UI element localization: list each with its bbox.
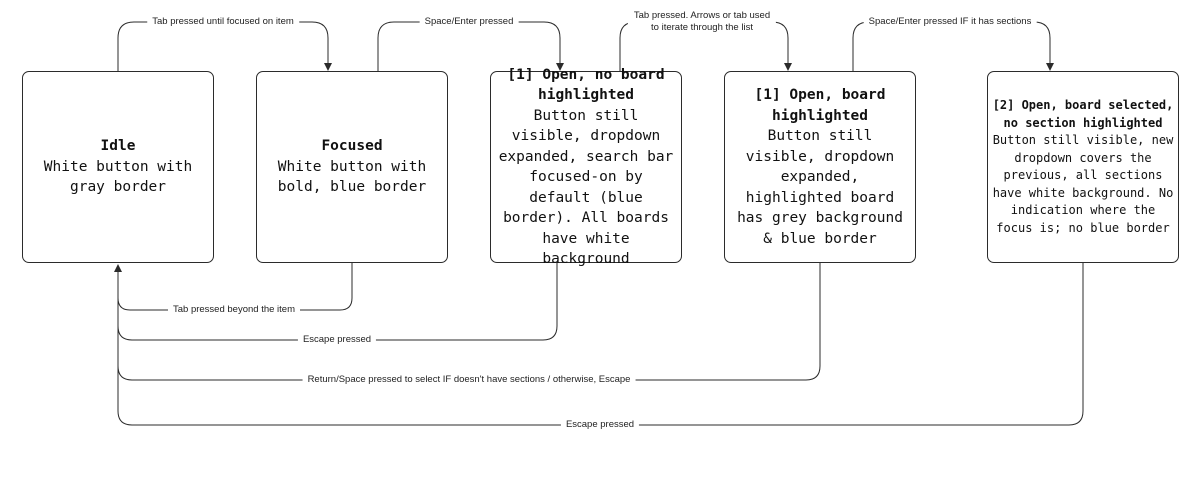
state-title: [1] Open, board highlighted (754, 87, 886, 124)
state-open-board: [1] Open, board highlighted Button still… (724, 71, 916, 263)
arrow-open-board-to-idle (117, 263, 821, 381)
state-open-no-board: [1] Open, no board highlighted Button st… (490, 67, 682, 267)
arrow-idle-to-focused (117, 21, 332, 71)
state-description: Button still visible, dropdown expanded,… (737, 128, 903, 247)
transition-label: Escape pressed (560, 419, 640, 431)
state-description: Button still visible, new dropdown cover… (992, 133, 1174, 235)
state-title: [2] Open, board selected, no section hig… (992, 98, 1174, 130)
state-focused: Focused White button with bold, blue bor… (256, 71, 448, 263)
transition-label: Tab pressed beyond the item (168, 304, 300, 316)
arrow-open-no-board-to-idle (117, 263, 558, 341)
state-board-selected: [2] Open, board selected, no section hig… (987, 71, 1179, 263)
state-title: Idle (100, 138, 136, 155)
transition-label: Return/Space pressed to select IF doesn'… (302, 374, 636, 386)
transition-label: Tab pressed until focused on item (147, 16, 299, 28)
state-idle: Idle White button with gray border (22, 71, 214, 263)
state-title: [1] Open, no board highlighted (507, 66, 665, 104)
state-description: White button with gray border (43, 158, 193, 196)
state-description: White button with bold, blue border (277, 158, 427, 196)
arrow-board-selected-to-idle (117, 263, 1084, 426)
arrow-open-board-to-board-selected (852, 21, 1054, 71)
transition-label: Tab pressed. Arrows or tab used to itera… (627, 10, 777, 34)
transition-label: Space/Enter pressed (419, 16, 519, 28)
arrow-focused-to-idle (114, 263, 353, 311)
state-title: Focused (321, 138, 383, 155)
state-description: Button still visible, dropdown expanded,… (498, 107, 674, 268)
transition-label: Escape pressed (297, 334, 377, 346)
transition-label: Space/Enter pressed IF it has sections (863, 16, 1037, 28)
